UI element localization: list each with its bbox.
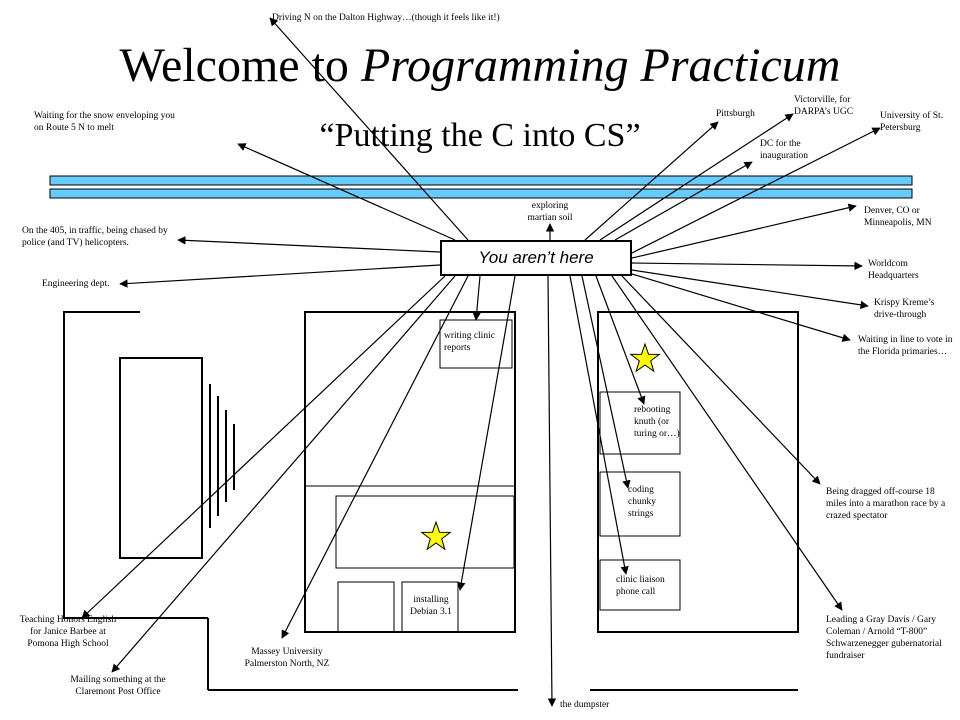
label-marathon: Being dragged off-course 18 miles into a… [826, 487, 946, 521]
left-building-outline [63, 311, 140, 619]
label-postoffice: Mailing something at the Claremont Post … [70, 675, 166, 697]
label-debian: installing Debian 3.1 [410, 595, 452, 617]
arrow-freeway [177, 236, 441, 253]
label-coding: coding chunky strings [628, 485, 656, 519]
label-massey: Massey University Palmerston North, NZ [244, 647, 330, 669]
label-writing: writing clinic reports [444, 331, 495, 353]
label-krispy: Krispy Kreme’s drive-through [874, 298, 935, 320]
label-fundraiser: Leading a Gray Davis / Gary Coleman / Ar… [826, 615, 942, 661]
star-marker-right [629, 342, 661, 373]
arrow-coding [581, 275, 631, 489]
right-building [597, 311, 799, 633]
star-marker-middle [420, 520, 452, 551]
title-prefix: Welcome to [119, 39, 361, 92]
liaison-room [599, 559, 681, 611]
label-dumpster: the dumpster [560, 700, 610, 710]
arrow-liaison [569, 275, 629, 575]
label-engineering: Engineering dept. [42, 279, 110, 289]
arrow-pittsburgh [584, 121, 719, 241]
small-room-left [337, 581, 395, 633]
you-arent-here-box: You aren’t here [440, 240, 632, 276]
label-martian: exploring martian soil [527, 201, 573, 223]
label-rebooting: rebooting knuth (or turing or…) [634, 405, 680, 439]
label-victorville: Victorville, for DARPA’s UGC [794, 95, 854, 117]
arrow-denver [631, 203, 857, 259]
arrow-snow [237, 143, 456, 241]
arrow-writing [472, 275, 481, 321]
label-denver: Denver, CO or Minneapolis, MN [864, 206, 932, 228]
label-worldcom: Worldcom Headquarters [868, 259, 919, 281]
label-dc: DC for the inauguration [760, 139, 809, 161]
arrow-dc [614, 161, 753, 241]
label-florida: Waiting in line to vote in the Florida p… [858, 335, 953, 357]
label-teaching: Teaching Honors English for Janice Barbe… [19, 615, 117, 649]
arrow-victorville [599, 113, 794, 241]
title-emphasis: Programming Practicum [360, 39, 841, 92]
arrow-debian [457, 275, 516, 591]
label-dalton: Driving N on the Dalton Highway…(though … [272, 13, 500, 23]
arrow-postoffice [111, 275, 456, 673]
arrow-teaching [81, 275, 446, 619]
arrow-worldcom [631, 261, 863, 271]
arrow-rebooting [595, 275, 646, 405]
arrow-fundraiser [611, 275, 843, 611]
debian-room [401, 581, 459, 633]
corridor-bar-bottom [49, 188, 913, 199]
corridor-bar-top [49, 175, 913, 186]
coding-room [599, 471, 681, 537]
arrow-stpete [629, 127, 881, 255]
arrow-engineering [119, 264, 441, 288]
arrow-florida [631, 273, 851, 342]
arrow-marathon [621, 275, 821, 485]
lecture-hall [119, 357, 203, 559]
slide-subtitle: “Putting the C into CS” [319, 117, 641, 154]
arrow-massey [281, 275, 469, 639]
label-stpete: University of St. Petersburg [880, 111, 944, 133]
label-liaison: clinic liaison phone call [616, 575, 665, 597]
direction-arrows [81, 17, 881, 707]
arrow-krispy [631, 269, 869, 310]
slide-title: Welcome to Programming Practicum [0, 38, 960, 94]
label-pittsburgh: Pittsburgh [716, 109, 755, 119]
arrow-dalton [269, 17, 469, 241]
label-snow: Waiting for the snow enveloping you on R… [34, 111, 175, 133]
label-freeway: On the 405, in traffic, being chased by … [22, 226, 168, 248]
arrow-dumpster [547, 275, 557, 707]
